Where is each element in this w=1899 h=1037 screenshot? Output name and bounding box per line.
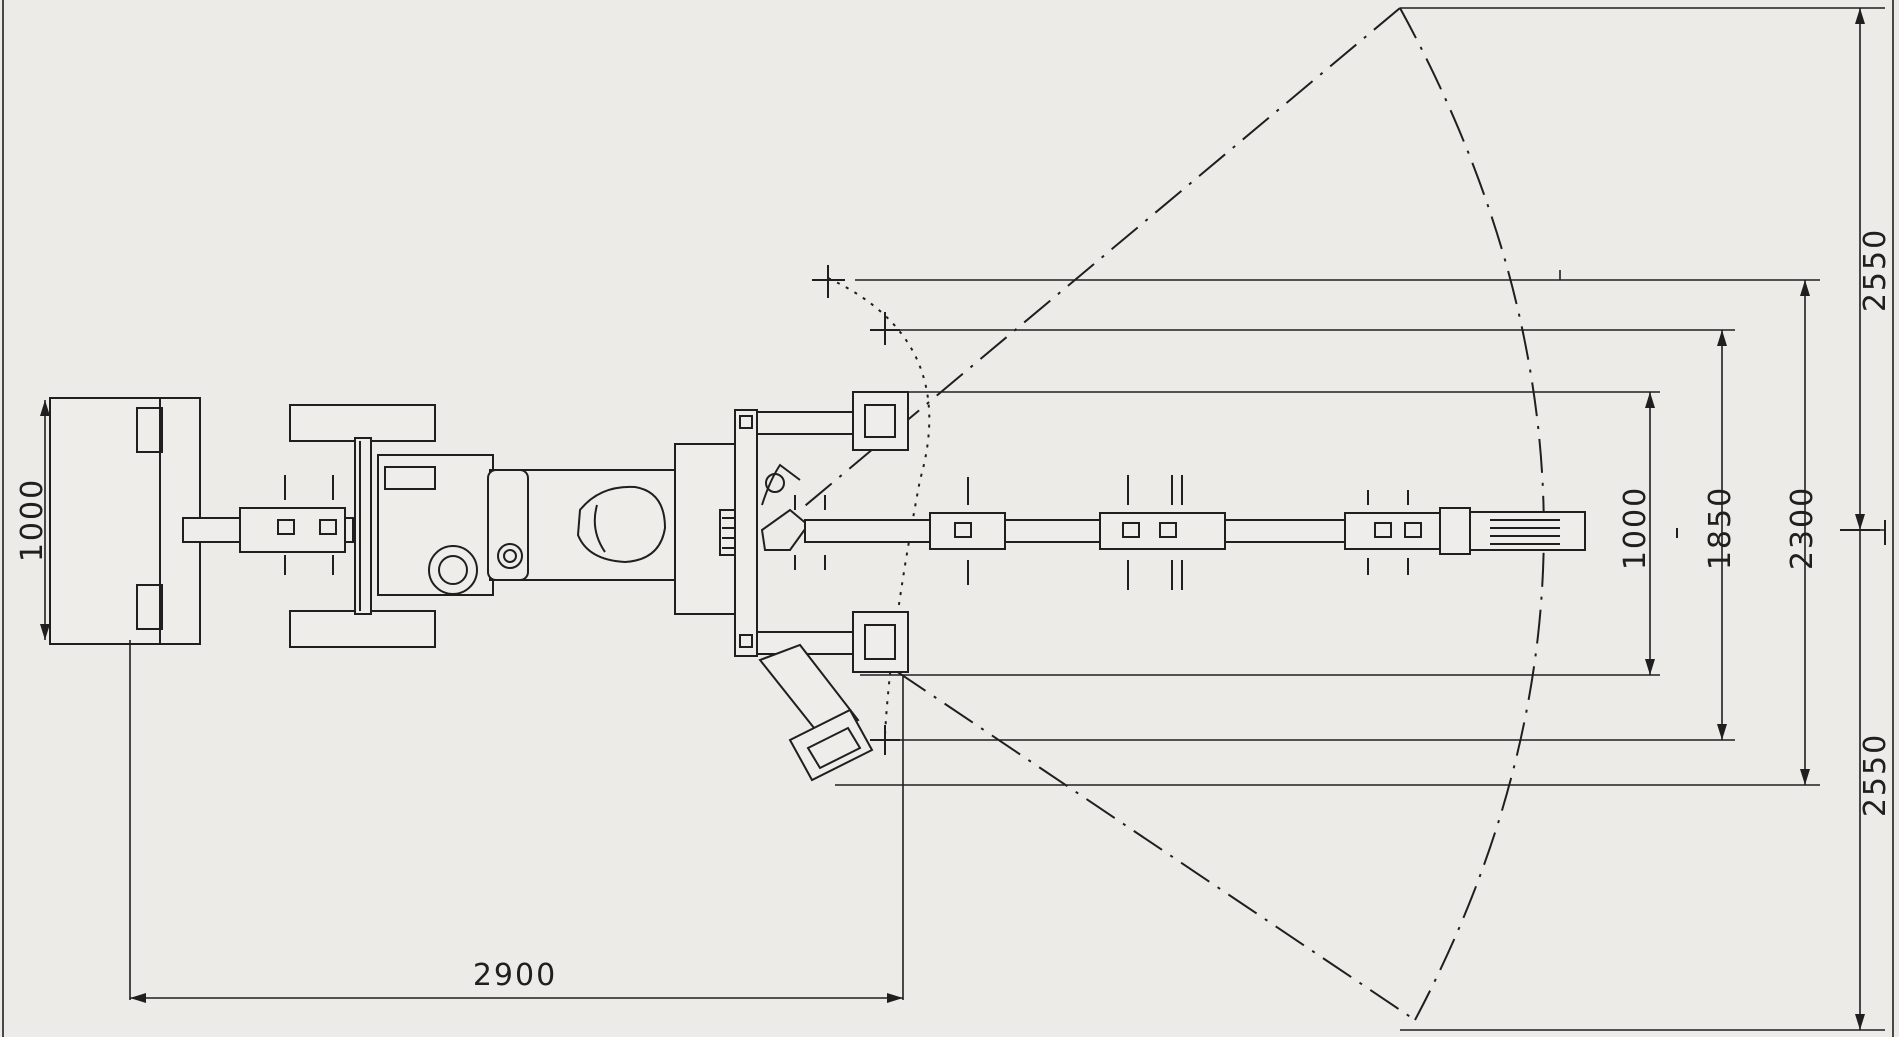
dim-label-total-length: 2900	[473, 958, 557, 993]
dim-label-top-right: 2550	[1858, 228, 1893, 312]
chassis-body	[377, 443, 736, 615]
dim-label-inner-2300: 2300	[1785, 486, 1820, 570]
counterweight-plate	[49, 397, 201, 645]
telescopic-boom	[794, 475, 1586, 590]
dim-label-inner-1000: 1000	[1618, 486, 1653, 570]
dim-label-inner-1850: 1850	[1703, 486, 1738, 570]
outrigger-swing-arc	[827, 277, 931, 736]
wheel-axle	[289, 404, 436, 648]
swung-outrigger-pad	[758, 643, 874, 782]
dimension-bottom	[129, 640, 904, 1003]
dim-label-left-width: 1000	[15, 478, 50, 562]
dimension-left	[40, 400, 50, 640]
slew-ring	[760, 463, 810, 551]
outrigger-frame	[734, 391, 909, 673]
dim-label-bottom-right: 2550	[1858, 733, 1893, 817]
outrigger-tip-marks	[812, 265, 900, 755]
dimension-frame-top	[1400, 7, 1885, 1031]
drawbar	[182, 475, 354, 575]
dimension-frames-inner	[835, 270, 1886, 786]
